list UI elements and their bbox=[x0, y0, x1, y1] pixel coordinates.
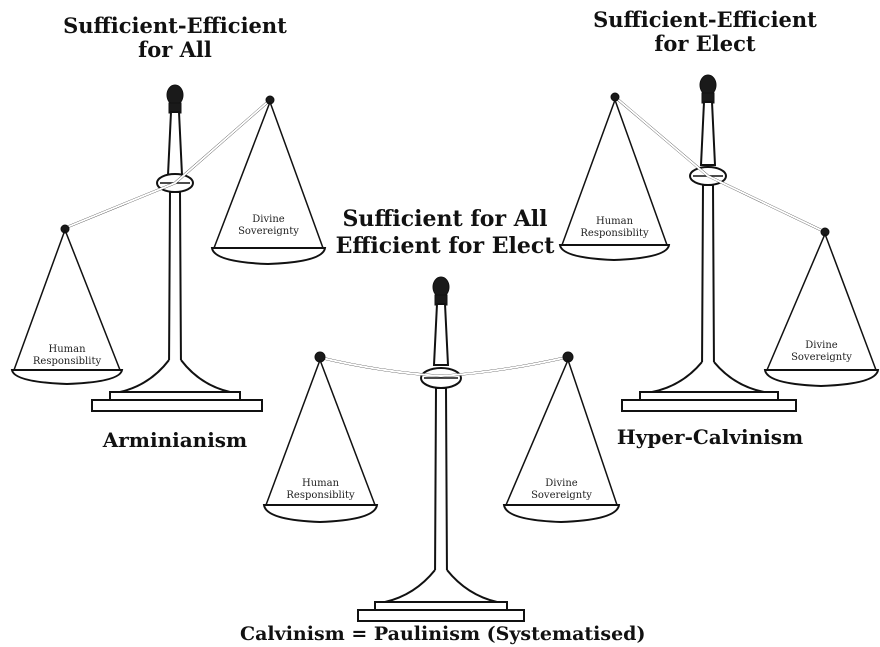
calvinism-heading-line2: Efficient for Elect bbox=[335, 233, 555, 259]
hyper-calvinism-left-hook bbox=[610, 92, 620, 102]
calvinism-left-pan bbox=[262, 504, 379, 524]
hyper-calvinism-left-pan bbox=[558, 244, 671, 262]
arminianism-right-pan-label: Divine Sovereignty bbox=[212, 214, 325, 238]
calvinism-left-pan-label: Human Responsiblity bbox=[264, 478, 377, 502]
calvinism-upper-post bbox=[432, 303, 450, 366]
arminianism-foot bbox=[119, 359, 231, 393]
pan-label-line: Human bbox=[595, 216, 634, 227]
pan-label-line: Divine bbox=[252, 214, 285, 225]
hyper-calvinism-scale bbox=[558, 74, 880, 412]
arminianism-beam bbox=[64, 99, 271, 230]
calvinism-right-pan bbox=[502, 504, 621, 524]
arminianism-lower-post bbox=[167, 191, 183, 371]
hyper-calvinism-heading-line2: for Elect bbox=[654, 31, 756, 56]
pan-label-line: Sovereignty bbox=[238, 226, 299, 237]
arminianism-heading: Sufficient-Efficient for All bbox=[50, 14, 300, 62]
hyper-calvinism-upper-post bbox=[699, 101, 717, 166]
hyper-calvinism-finial bbox=[699, 74, 717, 96]
calvinism-caption: Calvinism = Paulinism (Systematised) bbox=[240, 623, 646, 645]
arminianism-scale bbox=[10, 84, 327, 412]
pan-label-line: Sovereignty bbox=[531, 490, 592, 501]
hyper-calvinism-left-pan-label: Human Responsiblity bbox=[560, 216, 669, 240]
hyper-calvinism-caption: Hyper-Calvinism bbox=[616, 425, 804, 449]
calvinism-base-upper bbox=[374, 601, 508, 611]
calvinism-scale bbox=[262, 276, 621, 622]
hyper-calvinism-base-lower bbox=[621, 399, 797, 412]
pan-label-line: Responsiblity bbox=[580, 228, 649, 239]
pan-label-line: Responsiblity bbox=[286, 490, 355, 501]
arminianism-upper-post bbox=[166, 111, 184, 176]
calvinism-lower-post bbox=[433, 387, 449, 581]
arminianism-finial bbox=[166, 84, 184, 106]
hyper-calvinism-heading-line1: Sufficient-Efficient bbox=[593, 7, 817, 32]
hyper-calvinism-base-upper bbox=[639, 391, 779, 401]
arminianism-left-hook bbox=[60, 224, 70, 234]
arminianism-caption: Arminianism bbox=[102, 428, 248, 452]
arminianism-left-pan-label: Human Responsiblity bbox=[12, 344, 122, 368]
calvinism-right-pan-label: Divine Sovereignty bbox=[504, 478, 619, 502]
arminianism-heading-line2: for All bbox=[138, 37, 212, 62]
hyper-calvinism-right-pan bbox=[763, 369, 880, 388]
hyper-calvinism-heading: Sufficient-Efficient for Elect bbox=[580, 8, 830, 56]
calvinism-heading-line1: Sufficient for All bbox=[342, 206, 548, 232]
hyper-calvinism-foot bbox=[651, 361, 765, 393]
arminianism-base-lower bbox=[91, 399, 263, 412]
pan-label-line: Human bbox=[48, 344, 86, 355]
pan-label-line: Divine bbox=[805, 340, 838, 351]
calvinism-base-lower bbox=[357, 609, 525, 622]
arminianism-left-pan bbox=[10, 369, 124, 386]
pan-label-line: Sovereignty bbox=[791, 352, 852, 363]
hyper-calvinism-lower-post bbox=[700, 184, 716, 373]
arminianism-heading-line1: Sufficient-Efficient bbox=[63, 13, 287, 38]
pan-label-line: Responsiblity bbox=[32, 356, 102, 367]
hyper-calvinism-beam bbox=[614, 96, 826, 234]
pan-label-line: Human bbox=[301, 478, 340, 489]
arminianism-base-upper bbox=[109, 391, 241, 401]
calvinism-foot bbox=[384, 569, 498, 603]
hyper-calvinism-right-pan-label: Divine Sovereignty bbox=[765, 340, 878, 364]
calvinism-heading: Sufficient for All Efficient for Elect bbox=[320, 206, 570, 260]
calvinism-finial bbox=[432, 276, 450, 298]
pan-label-line: Divine bbox=[545, 478, 578, 489]
arminianism-right-pan bbox=[210, 247, 327, 266]
